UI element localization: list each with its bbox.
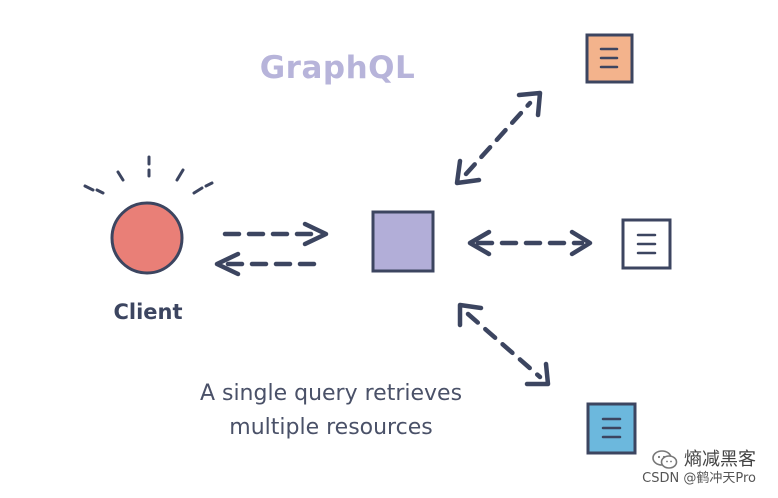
server-middle-resource-arrow xyxy=(467,229,593,257)
watermark: 熵减黑客 CSDN @鹤冲天Pro xyxy=(642,450,756,488)
resource-bottom-document xyxy=(586,402,637,455)
watermark-credit: CSDN @鹤冲天Pro xyxy=(642,471,756,486)
diagram-title: GraphQL xyxy=(259,50,416,86)
resource-middle-document xyxy=(621,218,672,270)
resource-top-document xyxy=(585,33,634,84)
client-glow-rays xyxy=(83,155,214,195)
server-bottom-resource-arrow xyxy=(457,302,551,387)
caption-line-1: A single query retrieves xyxy=(199,381,463,406)
client-server-arrows xyxy=(214,221,329,277)
graphql-server-node xyxy=(371,210,435,273)
caption-line-2: multiple resources xyxy=(229,415,433,440)
diagram-caption: A single query retrieves multiple resour… xyxy=(166,377,496,445)
client-node xyxy=(110,201,184,275)
watermark-account-row: 熵减黑客 xyxy=(642,450,756,470)
client-label: Client xyxy=(113,300,183,324)
wechat-icon xyxy=(652,450,678,470)
server-top-resource-arrow xyxy=(454,90,543,186)
watermark-account: 熵减黑客 xyxy=(684,449,756,470)
